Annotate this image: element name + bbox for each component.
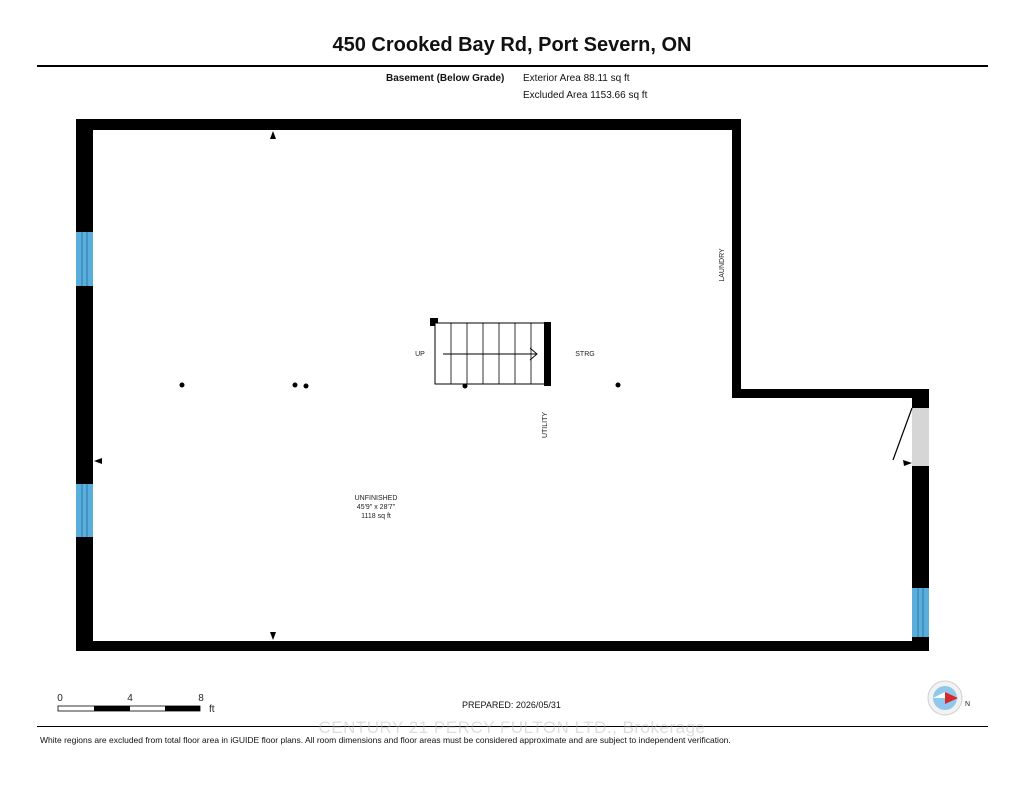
compass-icon: N (927, 680, 970, 716)
dimension-arrow-bottom (270, 632, 276, 640)
dimension-arrow-top (270, 131, 276, 139)
room-area-unfinished: 1118 sq ft (361, 513, 391, 520)
compass-north-label: N (965, 701, 970, 708)
scale-tick-8: 8 (198, 693, 204, 704)
post (615, 382, 621, 388)
exterior-area: Exterior Area 88.11 sq ft (523, 73, 630, 84)
excluded-area: Excluded Area 1153.66 sq ft (523, 90, 648, 101)
room-name-unfinished: UNFINISHED (355, 495, 398, 502)
room-dimensions-unfinished: 45'9" x 28'7" (357, 504, 396, 511)
storage-label: STRG (575, 351, 594, 358)
post (292, 382, 298, 388)
header-divider (37, 65, 988, 67)
window-left-upper (76, 232, 93, 286)
window-left-lower (76, 484, 93, 537)
dimension-arrow-left (94, 458, 102, 464)
disclaimer-text: White regions are excluded from total fl… (40, 735, 731, 745)
prepared-date: PREPARED: 2026/05/31 (462, 700, 561, 710)
scale-bar: 0 4 8 ft (57, 693, 215, 715)
post (179, 382, 185, 388)
post (462, 383, 468, 389)
floor-area (93, 130, 912, 641)
level-name: Basement (Below Grade) (386, 73, 505, 84)
stairs-up-label: UP (415, 351, 425, 358)
scale-unit: ft (209, 704, 215, 715)
utility-label: UTILITY (542, 412, 549, 438)
scale-tick-0: 0 (57, 693, 63, 704)
brokerage-watermark: CENTURY 21 PERCY FULTON LTD., Brokerage (318, 718, 706, 737)
door-right (892, 407, 929, 466)
scale-tick-4: 4 (127, 693, 133, 704)
staircase (430, 318, 551, 386)
property-address-title: 450 Crooked Bay Rd, Port Severn, ON (332, 34, 692, 56)
footer-divider (37, 726, 988, 727)
window-right-lower (912, 588, 929, 637)
laundry-label: LAUNDRY (719, 248, 726, 282)
post (303, 383, 309, 389)
